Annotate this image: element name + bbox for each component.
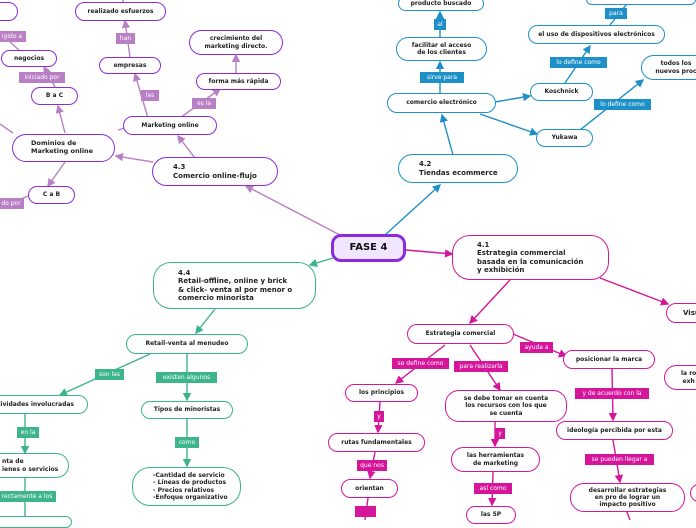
node-visu[interactable]: Visu (666, 303, 696, 323)
label-existen-algunos: existen algunos (156, 372, 217, 383)
node-tipos-minoristas[interactable]: Tipos de minoristas (141, 401, 233, 419)
node-dominios-marketing-online[interactable]: Dominios de Marketing online (12, 134, 115, 162)
node-uso-dispositivos[interactable]: el uso de dispositivos electrónicos (528, 25, 665, 44)
node-b-a-c[interactable]: B a C (31, 87, 78, 105)
node-actividades-involucradas[interactable]: ctividades involucradas (0, 395, 88, 414)
branch-retail-offline-online[interactable]: 4.4 Retail-offline, online y brick & cli… (153, 262, 316, 309)
label-como: como (175, 437, 199, 448)
edge (308, 257, 334, 267)
node-las-5p[interactable]: las 5P (466, 506, 516, 524)
edge (55, 104, 66, 134)
label-que-nos: que nos (357, 460, 387, 471)
node-comercio-electronico[interactable]: comercio electrónico (387, 93, 496, 113)
label-iniciado-por: iniciado por (19, 72, 65, 83)
label-es-la: es la (192, 98, 216, 109)
label-y-de-acuerdo-con-la: y de acuerdo con la (575, 388, 649, 399)
edge (195, 308, 216, 335)
node-venta-bienes-servicios[interactable]: nta de ienes o servicios (0, 453, 69, 478)
node-desarrollar-estrategias[interactable]: desarrollar estrategias en pro de lograr… (570, 483, 685, 512)
node-top-right-cut[interactable] (586, 0, 696, 5)
label-para-realizarla: para realizarla (454, 361, 508, 372)
node-debe-tomar-recursos[interactable]: se debe tomar en cuenta los recursos con… (445, 390, 567, 422)
node-yukawa[interactable]: Yukawa (536, 129, 593, 147)
edge (439, 113, 454, 156)
node-lista-tipos-minoristas[interactable]: -Cantidad de servicio - Líneas de produc… (132, 467, 241, 506)
edge (47, 161, 66, 188)
label-lo-define-como: lo define como (550, 57, 607, 68)
label-son-las: son las (95, 369, 124, 380)
edge (494, 93, 532, 103)
node-orientan[interactable]: orientan (341, 479, 398, 498)
node-koschnick[interactable]: Koschnick (530, 83, 593, 101)
label-asi-como: así como (474, 483, 512, 494)
label-iniciado-por-cut: do por (0, 198, 24, 209)
edge (0, 123, 14, 134)
node-la-ro-exh[interactable]: la ro exh (664, 365, 696, 390)
edge (244, 185, 341, 236)
edge (626, 511, 631, 520)
node-facilitar-acceso[interactable]: facilitar el acceso de los clientes (396, 37, 487, 61)
node-marketing-online[interactable]: Marketing online (123, 116, 217, 135)
node-los-principios[interactable]: los principios (345, 384, 418, 402)
branch-estrategia-commercial[interactable]: 4.1 Estrategia commercial basada en la c… (452, 235, 609, 280)
label-al: al (434, 19, 446, 30)
label-y: y (374, 411, 384, 422)
node-ideologia-percibida[interactable]: ideología percibida por esta (556, 421, 673, 440)
label-ayuda-a: ayuda a (520, 342, 553, 353)
label-se-pueden-llegar-a: se pueden llegar a (585, 454, 654, 465)
label-lo-define-como-2: lo define como (594, 99, 651, 110)
label-en-la: en la (17, 427, 39, 438)
edge (599, 277, 670, 306)
node-rutas-fundamentales[interactable]: rutas fundamentales (328, 433, 425, 452)
label-dirigido-a: igido a (0, 31, 26, 42)
central-topic-fase-4[interactable]: FASE 4 (331, 234, 406, 262)
edge (469, 279, 511, 325)
label-las: las (141, 90, 159, 101)
edge (479, 113, 539, 136)
node-retail-venta-menudeo[interactable]: Retail-venta al menudeo (126, 334, 248, 354)
edge (177, 134, 196, 159)
edge (384, 184, 442, 236)
label-en-el (355, 506, 376, 517)
branch-comercio-online-flujo[interactable]: 4.3 Comercio online-flujo (152, 157, 278, 186)
label-se-define-como: se define como (392, 358, 449, 369)
edge (114, 152, 154, 163)
node-todos-nuevos-proc[interactable]: todos los nuevos proc (641, 55, 696, 80)
node-estrategia-comercial[interactable]: Estrategia comercial (407, 324, 514, 344)
edge (405, 249, 454, 258)
node-realizado-esfuerzos[interactable]: realizado esfuerzos (75, 2, 166, 21)
node-empresas[interactable]: empresas (99, 57, 161, 74)
node-bottom-left-cut[interactable] (0, 516, 72, 528)
label-han: han (116, 33, 135, 44)
node-producto-buscado[interactable]: producto buscado (398, 0, 484, 11)
node-c-a-b[interactable]: C a B (28, 186, 75, 204)
node-crecimiento-marketing-directo[interactable]: crecimiento del marketing directo. (189, 30, 283, 55)
node-negocios[interactable]: negocios (1, 50, 57, 67)
node-herramientas-marketing[interactable]: las herramientas de marketing (451, 447, 540, 472)
node-forma-mas-rapida[interactable]: forma más rápida (196, 73, 281, 90)
label-sirve-para: sirve para (420, 72, 464, 83)
label-directamente: rectamente a los (0, 491, 56, 502)
node-posicionar-marca[interactable]: posicionar la marca (563, 350, 655, 369)
label-y-2: y (495, 428, 505, 439)
branch-tiendas-ecommerce[interactable]: 4.2 Tiendas ecommerce (398, 154, 518, 183)
label-para: para (605, 8, 627, 19)
node-left-edge-top[interactable] (0, 2, 18, 21)
